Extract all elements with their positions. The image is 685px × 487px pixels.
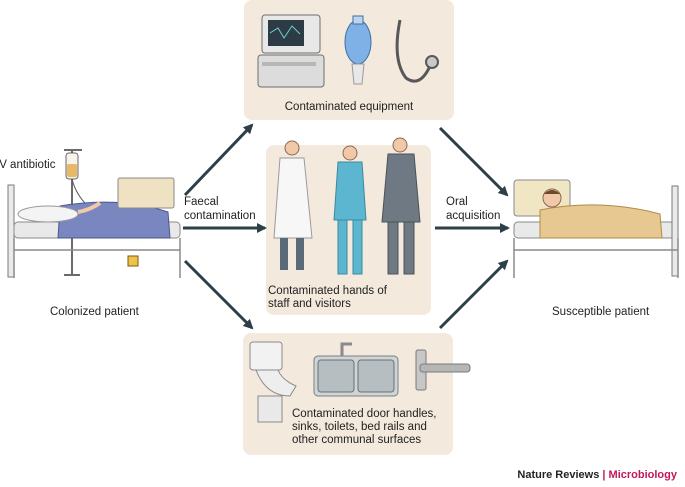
toilet-icon bbox=[249, 341, 297, 423]
hands-caption: Contaminated hands of staff and visitors bbox=[268, 285, 387, 310]
susceptible-bed-icon bbox=[513, 179, 679, 278]
arrow-to-equipment bbox=[183, 123, 254, 197]
monitor-icon bbox=[257, 14, 325, 88]
door-handle-icon bbox=[415, 349, 471, 391]
colonized-bed-icon bbox=[7, 149, 181, 278]
surfaces-caption: Contaminated door handles, sinks, toilet… bbox=[292, 408, 437, 446]
oral-acquisition-label: Oral acquisition bbox=[446, 196, 501, 222]
sink-icon bbox=[313, 342, 399, 397]
colonized-patient-label: Colonized patient bbox=[50, 306, 139, 318]
nurse-icon bbox=[333, 145, 367, 275]
iv-antibiotic-label: IV antibiotic bbox=[0, 159, 56, 171]
bag-valve-mask-icon bbox=[344, 15, 372, 85]
journal-credit: Nature Reviews | Microbiology bbox=[517, 469, 677, 481]
equipment-caption: Contaminated equipment bbox=[284, 101, 414, 113]
transmission-arrows bbox=[183, 123, 510, 330]
stethoscope-icon bbox=[395, 19, 439, 83]
arrow-to-surfaces bbox=[183, 259, 254, 330]
faecal-contamination-label: Faecal contamination bbox=[184, 196, 256, 222]
journal-name: Nature Reviews bbox=[517, 469, 600, 481]
doctor-icon bbox=[273, 140, 313, 270]
journal-section: Microbiology bbox=[608, 469, 677, 481]
arrow-from-equipment bbox=[438, 126, 509, 197]
arrow-from-surfaces bbox=[438, 259, 509, 330]
susceptible-patient-label: Susceptible patient bbox=[552, 306, 650, 318]
visitor-icon bbox=[381, 137, 421, 275]
credit-separator: | bbox=[602, 469, 606, 481]
